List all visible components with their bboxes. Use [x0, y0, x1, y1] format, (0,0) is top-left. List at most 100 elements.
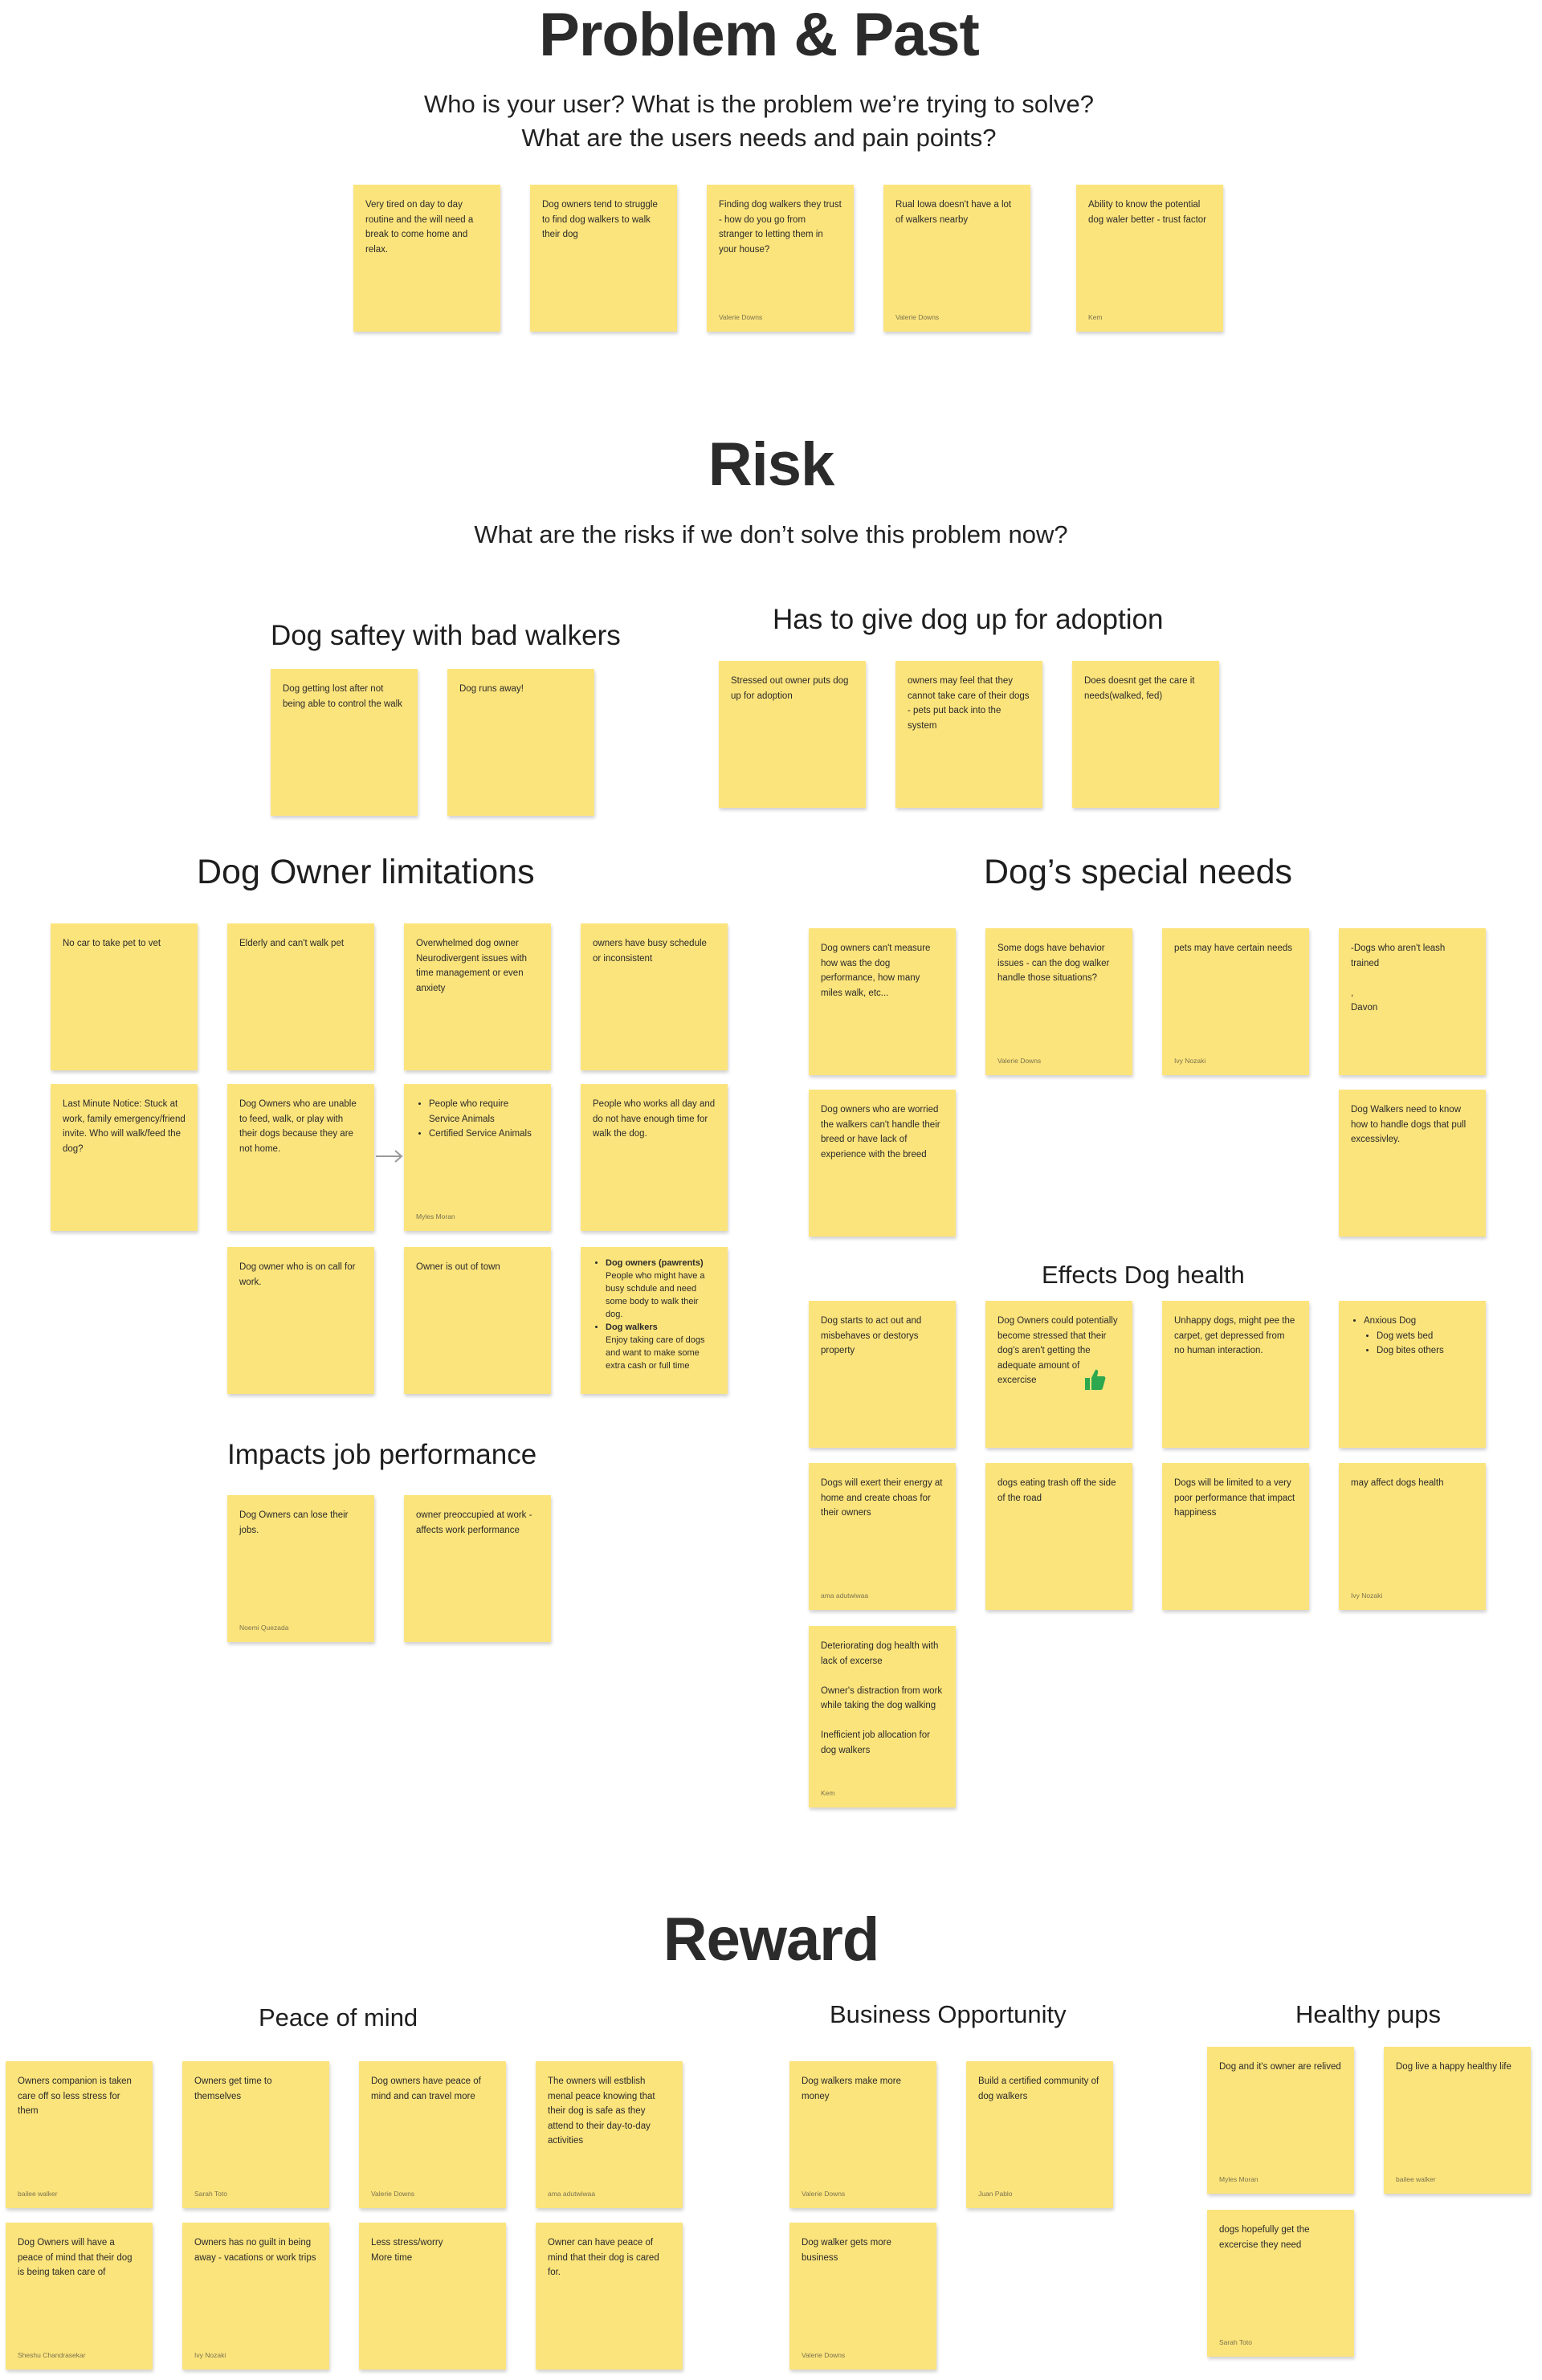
sticky-note[interactable]: Dogs will be limited to a very poor perf… [1162, 1463, 1309, 1610]
note-author: Ivy Nozaki [194, 2350, 226, 2359]
note-text: Less stress/worry More time [371, 2238, 443, 2263]
sticky-note[interactable]: Build a certified community of dog walke… [966, 2061, 1113, 2208]
note-text: Build a certified community of dog walke… [978, 2076, 1099, 2101]
sticky-note[interactable]: dogs hopefully get the excercise they ne… [1207, 2210, 1354, 2357]
sticky-note[interactable]: Very tired on day to day routine and the… [353, 185, 500, 332]
sticky-note[interactable]: Ability to know the potential dog waler … [1076, 185, 1223, 332]
sticky-note[interactable]: Dog owners tend to struggle to find dog … [530, 185, 677, 332]
note-text: Finding dog walkers they trust - how do … [719, 200, 842, 255]
sticky-note[interactable]: Owner can have peace of mind that their … [536, 2223, 683, 2370]
note-author: Kem [821, 1788, 835, 1797]
note-text: No car to take pet to vet [63, 939, 161, 948]
sticky-note[interactable]: Unhappy dogs, might pee the carpet, get … [1162, 1301, 1309, 1448]
sticky-note[interactable]: No car to take pet to vet [51, 923, 198, 1070]
sticky-note[interactable]: Dog Owners can lose their jobs. Noemi Que… [227, 1495, 374, 1642]
list-item-text: People who might have a busy schdule and… [606, 1271, 705, 1319]
note-text: owners may feel that they cannot take ca… [908, 676, 1030, 731]
sticky-note[interactable]: Dog Owners could potentially become stre… [985, 1301, 1132, 1448]
note-text: Dog and it's owner are relived [1219, 2062, 1341, 2072]
note-text: Owner is out of town [416, 1262, 500, 1272]
sticky-note[interactable]: Owners has no guilt in being away - vaca… [182, 2223, 329, 2370]
sticky-note[interactable]: People who require Service Animals Certi… [404, 1084, 551, 1231]
problem-title: Problem & Past [539, 1, 980, 69]
thumbs-up-icon [1085, 1369, 1106, 1390]
sticky-note[interactable]: Rual Iowa doesn't have a lot of walkers … [883, 185, 1030, 332]
sticky-note[interactable]: Deteriorating dog health with lack of ex… [809, 1626, 956, 1807]
note-text: dogs eating trash off the side of the ro… [997, 1478, 1116, 1503]
sticky-note[interactable]: Dog owner who is on call for work. [227, 1247, 374, 1394]
sticky-note[interactable]: Dog owners have peace of mind and can tr… [359, 2061, 506, 2208]
note-text: Dog Owners could potentially become stre… [997, 1316, 1118, 1385]
note-text: pets may have certain needs [1174, 943, 1293, 953]
sticky-note[interactable]: Finding dog walkers they trust - how do … [707, 185, 854, 332]
sticky-note[interactable]: owners have busy schedule or inconsisten… [581, 923, 728, 1070]
sticky-note[interactable]: Dogs will exert their energy at home and… [809, 1463, 956, 1610]
sticky-note[interactable]: Dog owners (pawrents) People who might ha… [581, 1247, 728, 1394]
healthy-pups-title: Healthy pups [1295, 2000, 1441, 2028]
sticky-note[interactable]: Does doesnt get the care it needs(walked… [1072, 661, 1219, 808]
note-text: Dog starts to act out and misbehaves or … [821, 1316, 922, 1355]
note-text: Dog Owners who are unable to feed, walk,… [239, 1099, 357, 1154]
note-text: Owners get time to themselves [194, 2076, 272, 2101]
sticky-note[interactable]: Dog Walkers need to know how to handle d… [1339, 1090, 1486, 1237]
sticky-note[interactable]: Elderly and can't walk pet [227, 923, 374, 1070]
sticky-note[interactable]: Dog runs away! [447, 669, 594, 816]
note-text: Dog Owners can lose their jobs. [239, 1510, 349, 1535]
list-item-title: Dog owners (pawrents) [606, 1258, 704, 1268]
note-text: Very tired on day to day routine and the… [365, 200, 474, 255]
sticky-note[interactable]: Dog owners can't measure how was the dog… [809, 928, 956, 1075]
note-text: Dog owners tend to struggle to find dog … [542, 200, 658, 239]
peace-of-mind-title: Peace of mind [259, 2003, 418, 2032]
special-needs-title: Dog’s special needs [984, 853, 1293, 891]
owner-limitations-title: Dog Owner limitations [197, 853, 535, 891]
sticky-note[interactable]: The owners will estblish menal peace kno… [536, 2061, 683, 2208]
note-text: Owners has no guilt in being away - vaca… [194, 2238, 316, 2263]
sticky-note[interactable]: Owner is out of town [404, 1247, 551, 1394]
note-text: Dog owners who are worried the walkers c… [821, 1105, 940, 1159]
sticky-note[interactable]: Stressed out owner puts dog up for adopt… [719, 661, 866, 808]
sticky-note[interactable]: Dog starts to act out and misbehaves or … [809, 1301, 956, 1448]
note-text: The owners will estblish menal peace kno… [548, 2076, 655, 2146]
sticky-note[interactable]: Less stress/worry More time [359, 2223, 506, 2370]
list-item-text: Enjoy taking care of dogs and want to ma… [606, 1335, 705, 1371]
sticky-note[interactable]: owners may feel that they cannot take ca… [895, 661, 1042, 808]
note-author: Juan Pablo [978, 2189, 1013, 2198]
note-text: Owners companion is taken care off so le… [18, 2076, 132, 2116]
sticky-note[interactable]: Overwhelmed dog owner Neurodivergent iss… [404, 923, 551, 1070]
note-author: Ivy Nozaki [1174, 1056, 1206, 1065]
sticky-note[interactable]: Dog getting lost after not being able to… [271, 669, 418, 816]
reward-title: Reward [663, 1905, 880, 1974]
note-author: ama adutwiwaa [548, 2189, 596, 2198]
sticky-note[interactable]: dogs eating trash off the side of the ro… [985, 1463, 1132, 1610]
note-text: Dog walker gets more business [802, 2238, 891, 2263]
list-item: Dog wets bed [1377, 1329, 1474, 1344]
note-author: Sarah Toto [1219, 2337, 1252, 2346]
note-author: Sheshu Chandrasekar [18, 2350, 86, 2359]
sticky-note[interactable]: Some dogs have behavior issues - can the… [985, 928, 1132, 1075]
sticky-note[interactable]: Anxious Dog Dog wets bed Dog bites other… [1339, 1301, 1486, 1448]
list-item: People who require Service Animals [429, 1097, 539, 1127]
adoption-title: Has to give dog up for adoption [773, 604, 1164, 635]
sticky-note[interactable]: Dog Owners who are unable to feed, walk,… [227, 1084, 374, 1231]
sticky-note[interactable]: Dog Owners will have a peace of mind tha… [6, 2223, 153, 2370]
note-author: Noemi Quezada [239, 1623, 289, 1632]
sticky-note[interactable]: owner preoccupied at work - affects work… [404, 1495, 551, 1642]
sticky-note[interactable]: Owners companion is taken care off so le… [6, 2061, 153, 2208]
note-text: Does doesnt get the care it needs(walked… [1084, 676, 1195, 701]
sticky-note[interactable]: Dog owners who are worried the walkers c… [809, 1090, 956, 1237]
list-item-title: Anxious Dog [1364, 1316, 1417, 1326]
problem-subtitle-line2: What are the users needs and pain points… [521, 124, 997, 152]
note-text: dogs hopefully get the excercise they ne… [1219, 2225, 1310, 2250]
note-text: Stressed out owner puts dog up for adopt… [731, 676, 849, 701]
sticky-note[interactable]: Last Minute Notice: Stuck at work, famil… [51, 1084, 198, 1231]
sticky-note[interactable]: -Dogs who aren't leash trained , Davon [1339, 928, 1486, 1075]
note-text: Dogs will exert their energy at home and… [821, 1478, 943, 1518]
sticky-note[interactable]: People who works all day and do not have… [581, 1084, 728, 1231]
